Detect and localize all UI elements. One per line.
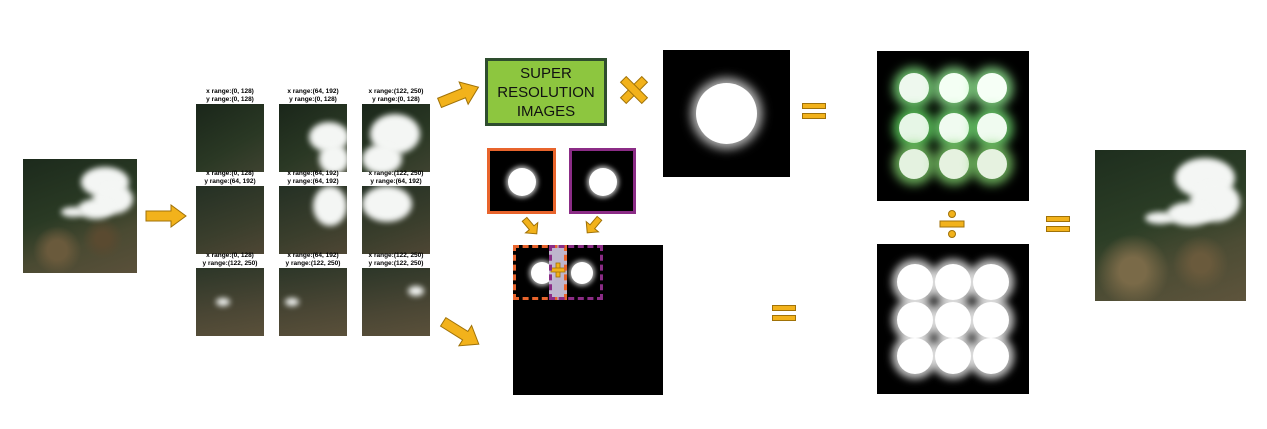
equals-icon — [802, 101, 826, 121]
tile-label: x range:(0, 128) y range:(122, 250) — [190, 252, 270, 268]
tile-y-range: y range:(64, 192) — [370, 178, 422, 185]
tile-x-range: x range:(122, 250) — [368, 252, 424, 259]
tile-label: x range:(122, 250) y range:(64, 192) — [356, 170, 436, 186]
tile-x-range: x range:(64, 192) — [287, 88, 339, 95]
image-patch — [279, 104, 347, 172]
super-resolution-box: SUPER RESOLUTION IMAGES — [485, 58, 607, 126]
image-patch — [362, 104, 430, 172]
arrow-right-icon — [437, 81, 480, 109]
input-satellite-image — [23, 159, 137, 273]
sr-line-1: SUPER — [520, 64, 572, 82]
tile-x-range: x range:(0, 128) — [206, 88, 254, 95]
image-patch — [279, 186, 347, 254]
arrow-right-icon — [145, 204, 187, 228]
equals-icon — [1046, 214, 1070, 234]
tile-label: x range:(64, 192) y range:(64, 192) — [273, 170, 353, 186]
tile-label: x range:(122, 250) y range:(122, 250) — [356, 252, 436, 268]
tile-label: x range:(122, 250) y range:(0, 128) — [356, 88, 436, 104]
tile-y-range: y range:(122, 250) — [368, 260, 424, 267]
tile-label: x range:(0, 128) y range:(64, 192) — [190, 170, 270, 186]
tile-y-range: y range:(64, 192) — [204, 178, 256, 185]
purple-dashed-window — [549, 245, 603, 300]
tile-label: x range:(64, 192) y range:(0, 128) — [273, 88, 353, 104]
image-patch — [196, 104, 264, 172]
mask-patch-purple — [569, 148, 636, 214]
arrow-down-icon — [585, 215, 603, 234]
tile-y-range: y range:(0, 128) — [372, 96, 420, 103]
orange-dashed-window — [513, 245, 567, 300]
tile-x-range: x range:(64, 192) — [287, 170, 339, 177]
multiply-icon — [619, 75, 649, 105]
weighted-sum-image — [877, 51, 1029, 201]
tile-y-range: y range:(0, 128) — [206, 96, 254, 103]
arrow-down-icon — [521, 216, 539, 235]
mask-patch-orange — [487, 148, 556, 214]
image-patch — [279, 268, 347, 336]
tile-y-range: y range:(122, 250) — [285, 260, 341, 267]
tile-x-range: x range:(0, 128) — [206, 170, 254, 177]
output-satellite-image — [1095, 150, 1246, 301]
tile-x-range: x range:(64, 192) — [287, 252, 339, 259]
sr-line-2: RESOLUTION — [497, 83, 595, 101]
divide-icon — [939, 210, 965, 238]
image-patch — [362, 186, 430, 254]
weight-sum-map — [877, 244, 1029, 394]
tile-y-range: y range:(64, 192) — [287, 178, 339, 185]
image-patch — [196, 186, 264, 254]
tile-label: x range:(0, 128) y range:(0, 128) — [190, 88, 270, 104]
assembly-canvas — [513, 245, 663, 395]
image-patch — [362, 268, 430, 336]
sr-line-3: IMAGES — [516, 102, 576, 120]
tile-x-range: x range:(0, 128) — [206, 252, 254, 259]
tile-x-range: x range:(122, 250) — [368, 88, 424, 95]
image-patch — [196, 268, 264, 336]
weight-mask — [663, 50, 790, 177]
tile-x-range: x range:(122, 250) — [368, 170, 424, 177]
tile-y-range: y range:(122, 250) — [202, 260, 258, 267]
equals-icon — [772, 303, 796, 323]
tile-label: x range:(64, 192) y range:(122, 250) — [273, 252, 353, 268]
arrow-right-icon — [439, 316, 480, 347]
tile-y-range: y range:(0, 128) — [289, 96, 337, 103]
